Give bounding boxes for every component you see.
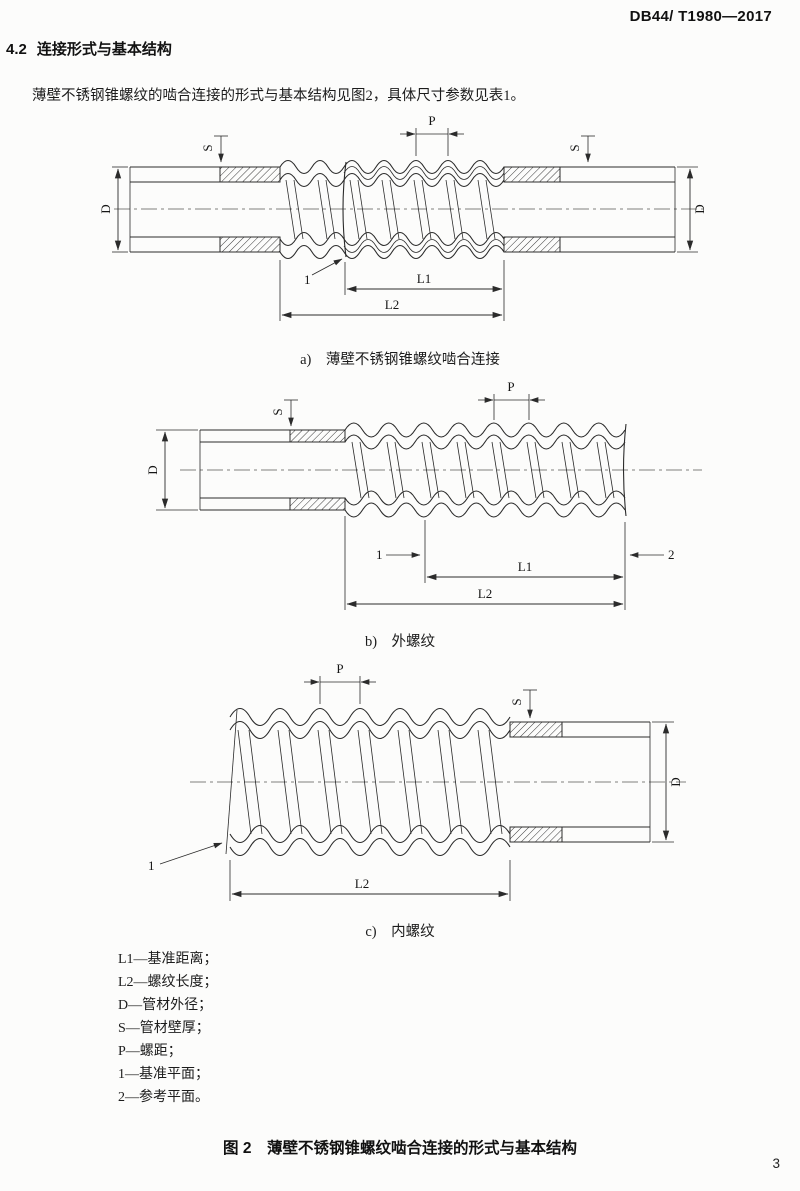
dim-D-left: D bbox=[145, 429, 198, 511]
legend-item: 2—参考平面。 bbox=[118, 1090, 209, 1105]
section-heading: 4.2 连接形式与基本结构 bbox=[6, 38, 172, 59]
pipe-left bbox=[129, 166, 281, 253]
dim-L2: L2 bbox=[279, 260, 505, 321]
dim-label-d: D bbox=[145, 465, 160, 474]
ref-plane-1: 1 bbox=[148, 842, 223, 873]
legend-item: D—管材外径； bbox=[118, 998, 213, 1013]
pipe-right bbox=[503, 166, 676, 253]
dim-L1: L1 bbox=[424, 520, 626, 610]
ref-label-1: 1 bbox=[304, 272, 311, 287]
figure-caption: 图 2 薄壁不锈钢锥螺纹啮合连接的形式与基本结构 bbox=[223, 1140, 577, 1157]
legend-item: L2—螺纹长度； bbox=[118, 975, 218, 990]
ref-label-1: 1 bbox=[148, 858, 155, 873]
dim-label-s: S bbox=[567, 144, 582, 151]
legend-item: P—螺距； bbox=[118, 1044, 182, 1059]
dim-label-p: P bbox=[428, 113, 435, 128]
figure-b-drawing: D S P 1 2 L1 bbox=[145, 380, 702, 610]
dim-label-l2: L2 bbox=[355, 876, 369, 891]
figure-b-caption: b) 外螺纹 bbox=[364, 634, 436, 650]
legend-item: 1—基准平面； bbox=[118, 1067, 209, 1082]
dim-label-s: S bbox=[509, 698, 524, 705]
figure-c-caption: c) 内螺纹 bbox=[365, 924, 435, 940]
dim-label-d: D bbox=[692, 204, 707, 213]
dim-label-d: D bbox=[100, 204, 113, 213]
dim-L1: L1 bbox=[344, 260, 505, 295]
ref-plane-1: 1 bbox=[304, 258, 343, 287]
thread-section bbox=[225, 707, 511, 857]
dim-label-d: D bbox=[668, 777, 683, 786]
ref-plane-2: 2 bbox=[629, 547, 675, 562]
dim-L2: L2 bbox=[344, 516, 624, 610]
dim-label-s: S bbox=[270, 408, 285, 415]
doc-number: DB44/ T1980—2017 bbox=[629, 8, 772, 25]
dim-S-left: S bbox=[200, 135, 228, 163]
dim-P: P bbox=[400, 113, 464, 156]
pipe-left bbox=[199, 429, 346, 511]
figure-legend: L1—基准距离； L2—螺纹长度； D—管材外径； S—管材壁厚； P—螺距； … bbox=[118, 948, 218, 1109]
dim-label-l2: L2 bbox=[385, 297, 399, 312]
thread-section bbox=[344, 422, 627, 518]
dim-label-s: S bbox=[200, 144, 215, 151]
dim-P: P bbox=[478, 380, 545, 420]
section-title: 连接形式与基本结构 bbox=[36, 41, 172, 58]
figure-a-caption: a) 薄壁不锈钢锥螺纹啮合连接 bbox=[300, 352, 500, 368]
ref-plane-1: 1 bbox=[376, 547, 421, 562]
dim-P: P bbox=[304, 661, 376, 704]
dim-S-right: S bbox=[567, 135, 595, 163]
ref-label-1: 1 bbox=[376, 547, 383, 562]
dim-D-right: D bbox=[652, 721, 683, 843]
dim-label-l1: L1 bbox=[417, 271, 431, 286]
legend-item: L1—基准距离； bbox=[118, 952, 218, 967]
figure-a-drawing: D D S S P 1 bbox=[100, 113, 707, 321]
pipe-right bbox=[509, 721, 651, 843]
dim-label-l2: L2 bbox=[478, 586, 492, 601]
thread-section bbox=[279, 159, 505, 260]
dim-L2: L2 bbox=[229, 860, 511, 901]
dim-label-l1: L1 bbox=[518, 559, 532, 574]
dim-S: S bbox=[270, 399, 298, 427]
intro-paragraph: 薄壁不锈钢锥螺纹的啮合连接的形式与基本结构见图2，具体尺寸参数见表1。 bbox=[32, 88, 525, 104]
dim-label-p: P bbox=[336, 661, 343, 676]
figure-c-drawing: P S D 1 L2 bbox=[148, 661, 686, 901]
dim-D-left: D bbox=[100, 166, 128, 253]
legend-item: S—管材壁厚； bbox=[118, 1021, 210, 1036]
dim-D-right: D bbox=[677, 166, 707, 253]
dim-label-p: P bbox=[507, 380, 514, 394]
page-number: 3 bbox=[772, 1156, 780, 1171]
dim-S: S bbox=[509, 689, 537, 719]
ref-label-2: 2 bbox=[668, 547, 675, 562]
section-number: 4.2 bbox=[6, 41, 27, 58]
